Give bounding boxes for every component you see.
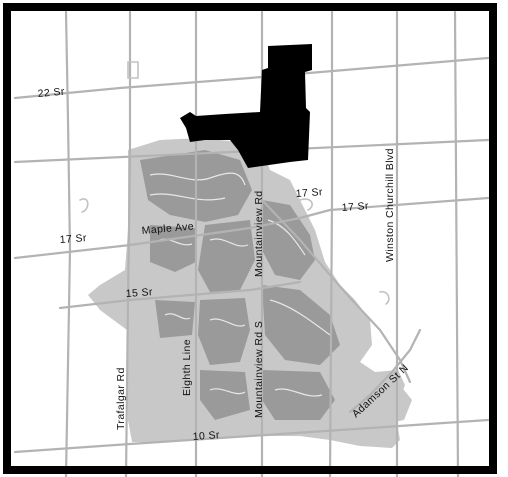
label-mountainview-rd-s: Mountainview Rd S xyxy=(253,321,265,418)
label-15-sr: 15 Sr xyxy=(125,286,153,300)
local-streets xyxy=(149,172,331,397)
label-winston-churchill-blvd: Winston Churchill Blvd xyxy=(384,148,396,262)
label-mountainview-rd: Mountainview Rd xyxy=(253,190,265,277)
label-17-sr-east-lower: 17 Sr xyxy=(341,200,369,214)
outer-margin-right xyxy=(497,0,508,477)
label-22-sr: 22 Sr xyxy=(37,86,65,100)
map-border xyxy=(3,3,497,474)
label-10-sr: 10 Sr xyxy=(192,429,220,443)
label-eighth-line: Eighth Line xyxy=(181,339,193,396)
label-maple-ave: Maple Ave xyxy=(141,220,194,237)
label-17-sr-west: 17 Sr xyxy=(59,232,87,246)
label-trafalgar-rd: Trafalgar Rd xyxy=(115,367,127,430)
highlighted-area[interactable] xyxy=(180,44,312,168)
built-up-area-south xyxy=(360,385,412,425)
label-17-sr-east-upper: 17 Sr xyxy=(295,186,323,200)
built-up-area xyxy=(88,138,405,448)
